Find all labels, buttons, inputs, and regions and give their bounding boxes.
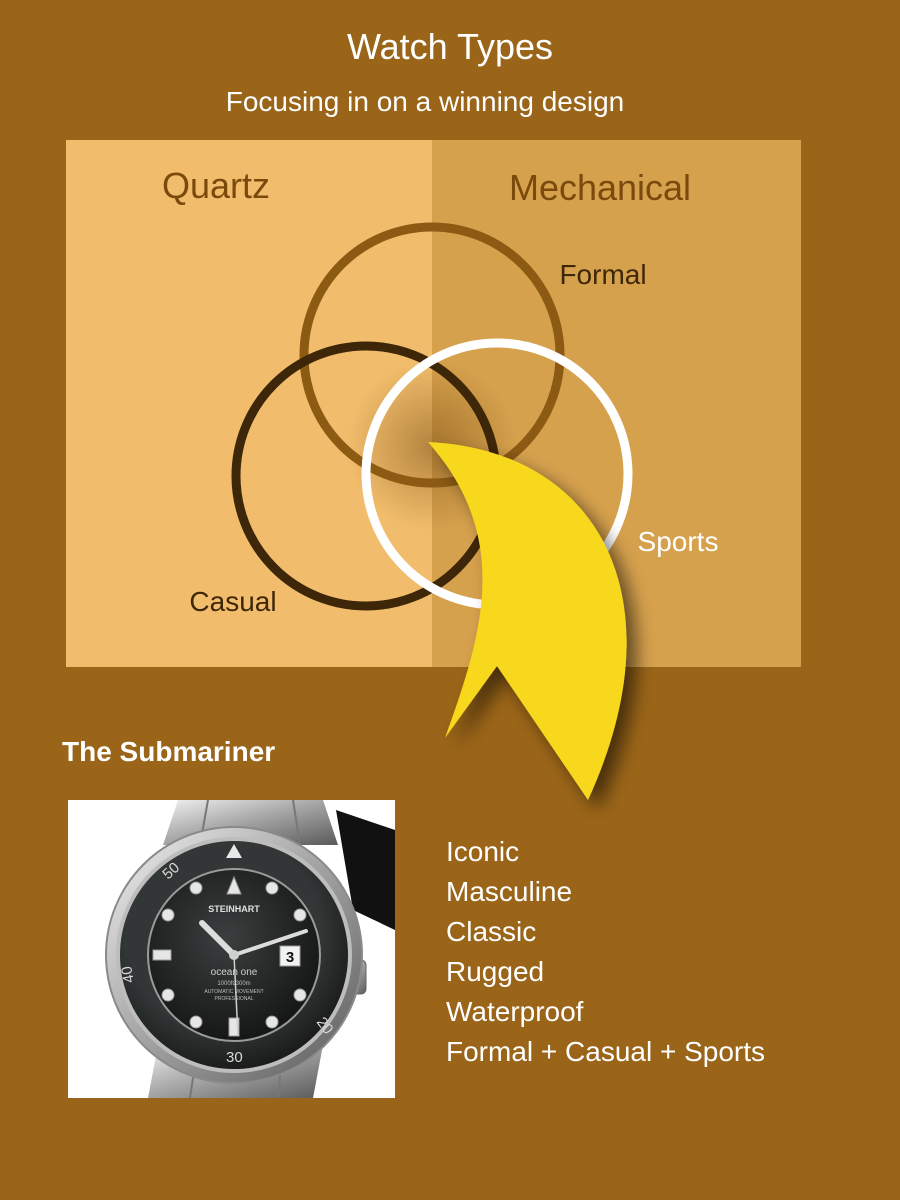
feature-item: Formal + Casual + Sports	[446, 1036, 766, 1067]
grade-text: PROFESSIONAL	[215, 996, 254, 1002]
quartz-label: Quartz	[162, 165, 270, 206]
sports-label: Sports	[638, 526, 719, 557]
feature-item: Iconic	[446, 836, 520, 867]
hour-hand	[199, 920, 237, 958]
mechanical-label: Mechanical	[509, 167, 691, 208]
bezel-triangle	[226, 844, 242, 858]
bezel-number-20: 20	[313, 1014, 337, 1038]
feature-item: Masculine	[446, 876, 573, 907]
watch-photo: 50 40 30 20 3 STEINHART ocean one 1000ft…	[68, 800, 395, 1098]
second-hand	[233, 954, 239, 1037]
minute-hand	[232, 929, 308, 957]
feature-item: Waterproof	[446, 996, 584, 1027]
bezel-number-30: 30	[226, 1049, 243, 1066]
date-value: 3	[286, 949, 294, 966]
page-title: Watch Types	[346, 26, 554, 67]
venn-diagram: Quartz Mechanical Formal Casual Sports	[66, 140, 801, 800]
movement-text: AUTOMATIC MOVEMENT	[204, 989, 263, 995]
brand-text: STEINHART	[208, 904, 260, 914]
black-strap	[336, 810, 395, 930]
page-subtitle: Focusing in on a winning design	[225, 86, 625, 117]
feature-list: Iconic Masculine Classic Rugged Waterpro…	[446, 832, 765, 1072]
feature-item: Classic	[446, 916, 537, 947]
casual-label: Casual	[189, 586, 276, 617]
curved-arrow	[428, 442, 627, 800]
section-heading: The Submariner	[62, 736, 276, 767]
date-window	[279, 945, 301, 967]
formal-label: Formal	[559, 259, 646, 290]
feature-item: Rugged	[446, 956, 545, 987]
hour-markers	[152, 875, 307, 1037]
bezel-number-40: 40	[118, 965, 138, 984]
spec-text: 1000ft/300m	[217, 981, 250, 987]
